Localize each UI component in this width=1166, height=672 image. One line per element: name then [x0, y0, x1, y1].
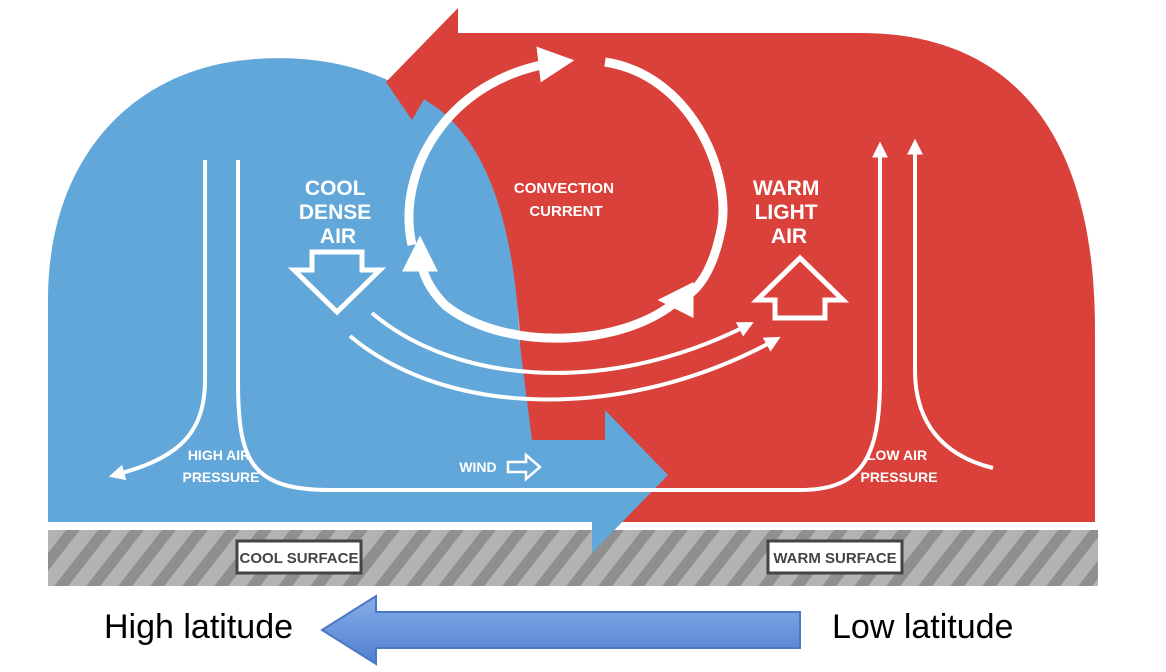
convection-current-label: CONVECTION CURRENT — [514, 180, 618, 220]
cool-surface-label: COOL SURFACE — [240, 550, 359, 567]
convection-arrow-head — [386, 8, 458, 120]
high-latitude-label: High latitude — [104, 608, 294, 646]
wind-arrow-icon — [506, 452, 542, 482]
cool-air-down-arrow-icon — [287, 249, 387, 316]
warm-light-air-label: WARM LIGHT AIR — [753, 177, 825, 248]
ground-surface — [48, 530, 1098, 586]
wind-flow-lines — [348, 311, 781, 402]
low-latitude-label: Low latitude — [832, 608, 1014, 646]
high-air-pressure-label: HIGH AIR PRESSURE — [182, 447, 259, 485]
warm-surface-label: WARM SURFACE — [773, 550, 896, 567]
warm-air-up-arrow-icon — [750, 254, 850, 321]
high-pressure-flow-lines — [108, 138, 994, 492]
warm-air-mass — [395, 8, 1095, 522]
cool-surface-tag: COOL SURFACE — [235, 539, 363, 575]
cool-dense-air-label: COOL DENSE AIR — [299, 177, 377, 248]
convection-circle — [402, 46, 728, 343]
wind-label: WIND — [459, 459, 496, 475]
warm-surface-tag: WARM SURFACE — [766, 539, 904, 575]
low-air-pressure-label: LOW AIR PRESSURE — [860, 447, 937, 485]
latitude-arrow-icon — [320, 594, 801, 666]
